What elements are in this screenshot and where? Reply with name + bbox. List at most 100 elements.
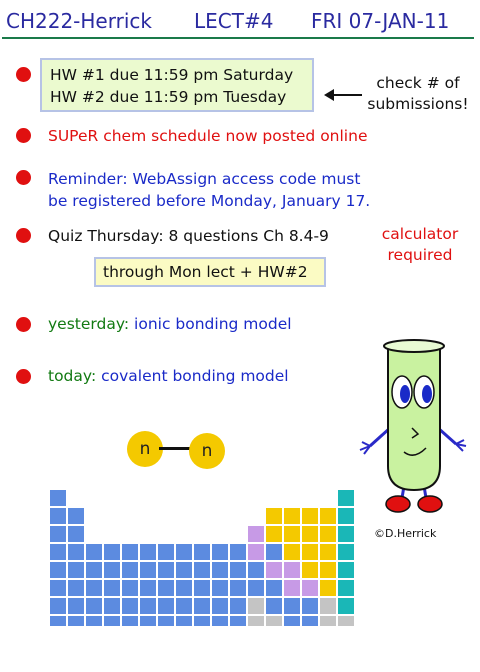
element-cell [338, 562, 354, 578]
element-cell [68, 616, 84, 626]
element-cell [338, 490, 354, 506]
submissions-note: check # of submissions! [366, 73, 470, 115]
element-cell [50, 562, 66, 578]
element-cell [338, 526, 354, 542]
quiz-scope-box: through Mon lect + HW#2 [94, 257, 326, 287]
element-cell [338, 598, 354, 614]
element-cell [212, 598, 228, 614]
element-cell [266, 580, 282, 596]
element-cell [248, 526, 264, 542]
reminder-line-2: be registered before Monday, January 17. [48, 192, 371, 210]
element-cell [194, 598, 210, 614]
element-cell [338, 580, 354, 596]
element-cell [302, 544, 318, 560]
note-line: submissions! [367, 95, 469, 113]
element-cell [284, 508, 300, 524]
element-cell [248, 580, 264, 596]
element-cell [284, 580, 300, 596]
element-cell [302, 526, 318, 542]
element-cell [158, 598, 174, 614]
homework-1-line: HW #1 due 11:59 pm Saturday [50, 66, 294, 84]
element-cell [248, 598, 264, 614]
bullet-icon [16, 317, 31, 332]
element-cell [176, 580, 192, 596]
element-cell [104, 562, 120, 578]
element-cell [212, 580, 228, 596]
left-arrow-icon [324, 89, 362, 101]
element-cell [158, 544, 174, 560]
element-cell [302, 580, 318, 596]
today-label: today: [48, 367, 97, 385]
element-cell [302, 616, 318, 626]
element-cell [230, 616, 246, 626]
element-cell [158, 616, 174, 626]
element-cell [50, 544, 66, 560]
element-cell [266, 562, 282, 578]
yesterday-label: yesterday: [48, 315, 130, 333]
element-cell [86, 580, 102, 596]
element-cell [320, 616, 336, 626]
test-tube-mascot-icon [359, 339, 467, 513]
element-cell [122, 544, 138, 560]
element-cell [140, 544, 156, 560]
covalent-bond-line [159, 447, 191, 450]
element-cell [266, 526, 282, 542]
element-cell [230, 544, 246, 560]
super-chem-text: SUPeR chem schedule now posted online [48, 127, 368, 145]
element-cell [176, 562, 192, 578]
element-cell [86, 598, 102, 614]
element-cell [248, 544, 264, 560]
element-cell [284, 616, 300, 626]
element-cell [158, 580, 174, 596]
element-cell [194, 580, 210, 596]
element-cell [320, 580, 336, 596]
homework-2-line: HW #2 due 11:59 pm Tuesday [50, 88, 287, 106]
element-cell [212, 616, 228, 626]
yesterday-topic: ionic bonding model [134, 315, 292, 333]
element-cell [140, 616, 156, 626]
element-cell [122, 616, 138, 626]
element-cell [338, 616, 354, 626]
note-line: calculator [381, 225, 459, 243]
element-cell [140, 562, 156, 578]
today-item: today: covalent bonding model [48, 365, 289, 387]
element-cell [104, 580, 120, 596]
element-cell [266, 544, 282, 560]
element-cell [176, 544, 192, 560]
quiz-scope-text: through Mon lect + HW#2 [103, 263, 308, 281]
bullet-icon [16, 170, 31, 185]
element-cell [230, 580, 246, 596]
element-cell [104, 544, 120, 560]
element-cell [50, 598, 66, 614]
element-cell [320, 598, 336, 614]
element-cell [176, 616, 192, 626]
element-cell [86, 562, 102, 578]
element-cell [50, 526, 66, 542]
today-topic: covalent bonding model [101, 367, 289, 385]
slide-header: CH222-Herrick LECT#4 FRI 07-JAN-11 [0, 0, 480, 40]
element-cell [68, 508, 84, 524]
element-cell [86, 544, 102, 560]
bullet-icon [16, 228, 31, 243]
element-cell [176, 598, 192, 614]
element-cell [266, 508, 282, 524]
element-cell [266, 598, 282, 614]
atom-left: n [127, 431, 163, 467]
quiz-text: Quiz Thursday: 8 questions Ch 8.4-9 [48, 227, 329, 245]
element-cell [284, 526, 300, 542]
element-cell [194, 616, 210, 626]
homework-box: HW #1 due 11:59 pm Saturday HW #2 due 11… [40, 58, 314, 112]
atom-right: n [189, 433, 225, 469]
element-cell [248, 562, 264, 578]
element-cell [194, 544, 210, 560]
element-cell [212, 562, 228, 578]
course-title: CH222-Herrick [6, 9, 152, 33]
note-line: required [387, 246, 453, 264]
yesterday-item: yesterday: ionic bonding model [48, 313, 292, 335]
calculator-note: calculator required [370, 224, 470, 266]
element-cell [212, 544, 228, 560]
element-cell [50, 490, 66, 506]
element-cell [50, 616, 66, 626]
bullet-icon [16, 67, 31, 82]
element-cell [320, 544, 336, 560]
